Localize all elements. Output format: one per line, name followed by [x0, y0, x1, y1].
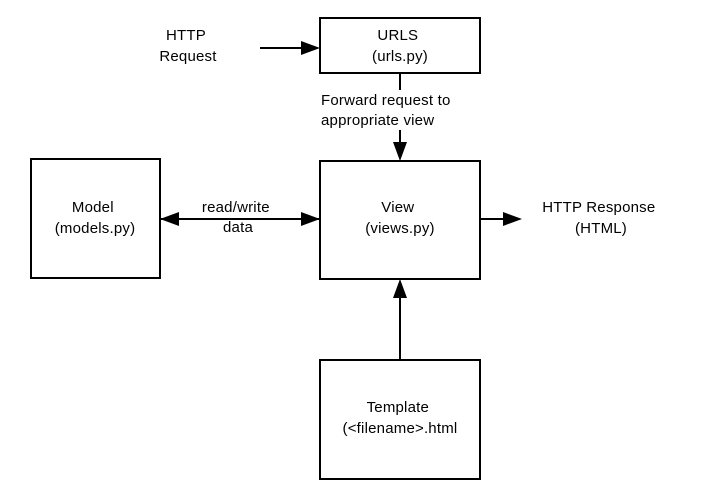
read-write-line1: read/write — [202, 199, 270, 216]
arrowhead-down-icon — [393, 142, 407, 161]
http-request-text: HTTP Request — [159, 27, 217, 65]
view-box — [319, 160, 481, 280]
urls-box — [319, 17, 481, 74]
arrow-view-to-http-response — [480, 212, 522, 226]
read-write-data-text: read/write data — [202, 199, 274, 236]
http-request-line1: HTTP — [166, 27, 206, 44]
template-box-filename: (<filename>.html — [343, 420, 458, 437]
view-box-filename: (views.py) — [365, 220, 435, 237]
node-urls: URLS (urls.py) — [319, 17, 481, 74]
arrow-template-to-view — [393, 279, 407, 360]
urls-box-filename: (urls.py) — [372, 48, 428, 65]
http-response-text: HTTP Response (HTML) — [542, 199, 660, 237]
forward-request-line2: appropriate view — [321, 112, 434, 129]
read-write-line2: data — [223, 219, 253, 236]
node-model: Model (models.py) — [30, 158, 161, 279]
http-request-line2: Request — [159, 48, 217, 65]
urls-box-label: URLS (urls.py) — [372, 27, 428, 65]
forward-request-text: Forward request to appropriate view — [321, 92, 455, 129]
node-template: Template (<filename>.html — [319, 359, 481, 480]
arrow-urls-to-view — [393, 74, 407, 161]
arrowhead-right-icon — [503, 212, 522, 226]
node-view: View (views.py) — [319, 160, 481, 280]
view-box-label: View (views.py) — [365, 199, 435, 237]
label-http-response: HTTP Response (HTML) — [542, 199, 660, 237]
arrowhead-left-icon — [160, 212, 179, 226]
template-box-label: Template (<filename>.html — [343, 399, 458, 437]
urls-box-title: URLS — [377, 27, 418, 44]
arrow-model-view-bidirectional — [160, 212, 320, 226]
label-http-request: HTTP Request — [159, 27, 217, 65]
template-box-title: Template — [367, 399, 429, 416]
arrowhead-right-icon — [301, 212, 320, 226]
model-box-label: Model (models.py) — [55, 199, 136, 237]
label-read-write-data: read/write data — [202, 199, 274, 236]
model-box-filename: (models.py) — [55, 220, 136, 237]
arrow-http-request-to-urls — [260, 41, 320, 55]
arrowhead-right-icon — [301, 41, 320, 55]
arrowhead-up-icon — [393, 279, 407, 298]
forward-request-line1: Forward request to — [321, 92, 451, 109]
http-response-line1: HTTP Response — [542, 199, 655, 216]
view-box-title: View — [381, 199, 414, 216]
model-box — [30, 158, 161, 279]
model-box-title: Model — [72, 199, 114, 216]
http-response-line2: (HTML) — [575, 220, 627, 237]
template-box — [319, 359, 481, 480]
label-forward-request: Forward request to appropriate view — [321, 92, 455, 129]
